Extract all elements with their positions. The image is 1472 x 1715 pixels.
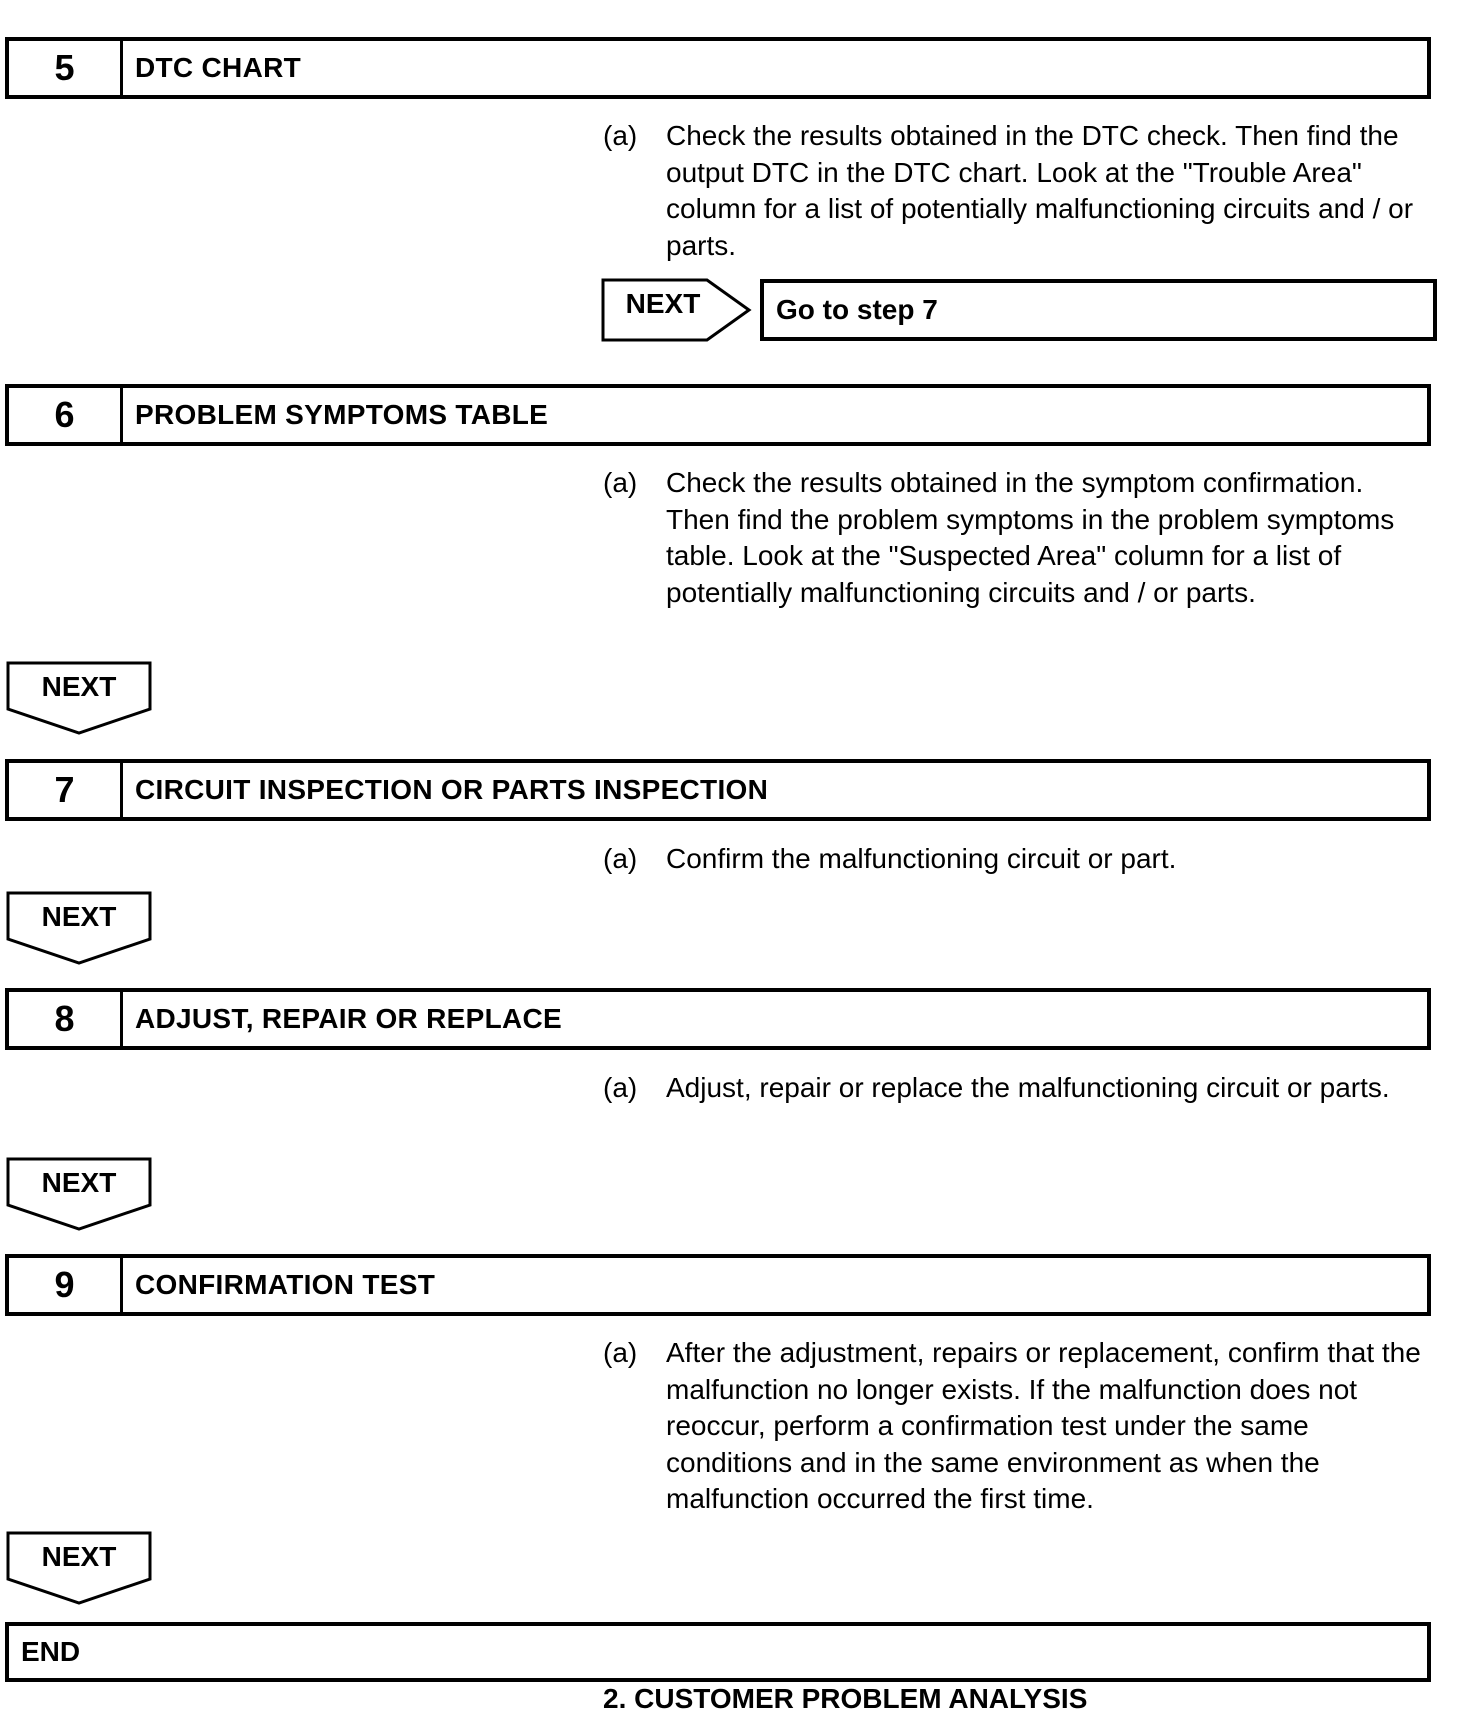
step-number: 6 [9,388,123,442]
item-label: (a) [603,843,638,874]
step-title: CONFIRMATION TEST [135,1269,436,1300]
item-text: Confirm the malfunctioning circuit or pa… [666,843,1177,874]
step-8-instruction: (a) Adjust, repair or replace the malfun… [603,1070,1433,1107]
next-label: NEXT [41,1541,117,1572]
next-label: NEXT [41,671,117,702]
item-text: Check the results obtained in the DTC ch… [666,120,1414,261]
item-text: After the adjustment, repairs or replace… [666,1337,1421,1514]
next-label: NEXT [41,901,117,932]
next-down-arrow-icon [6,661,152,735]
next-down-arrow: NEXT [6,661,152,735]
item-label: (a) [603,1072,638,1103]
step-9-instruction: (a) After the adjustment, repairs or rep… [603,1335,1433,1518]
step-6-instruction: (a) Check the results obtained in the sy… [603,465,1433,611]
item-label: (a) [603,1337,638,1368]
step-title: PROBLEM SYMPTOMS TABLE [135,399,549,430]
next-label: NEXT [41,1167,117,1198]
step-number: 7 [9,763,123,817]
step-5-header: 5 DTC CHART [5,37,1431,99]
step-8-header: 8 ADJUST, REPAIR OR REPLACE [5,988,1431,1050]
goto-step-box: Go to step 7 [760,279,1437,341]
item-label: (a) [603,120,638,151]
step-9-header: 9 CONFIRMATION TEST [5,1254,1431,1316]
step-number: 8 [9,992,123,1046]
next-down-arrow: NEXT [6,891,152,965]
step-6-header: 6 PROBLEM SYMPTOMS TABLE [5,384,1431,446]
next-right-arrow-icon [601,278,752,342]
next-section-heading: 2. CUSTOMER PROBLEM ANALYSIS [603,1683,1088,1714]
step-7-header: 7 CIRCUIT INSPECTION OR PARTS INSPECTION [5,759,1431,821]
step-number: 5 [9,41,123,95]
next-down-arrow: NEXT [6,1157,152,1231]
next-label: NEXT [625,288,701,319]
step-5-instruction: (a) Check the results obtained in the DT… [603,118,1433,264]
step-number: 9 [9,1258,123,1312]
step-title: ADJUST, REPAIR OR REPLACE [135,1003,563,1034]
next-down-arrow: NEXT [6,1531,152,1605]
next-down-arrow-icon [6,891,152,965]
step-7-instruction: (a) Confirm the malfunctioning circuit o… [603,841,1433,878]
step-title: CIRCUIT INSPECTION OR PARTS INSPECTION [135,774,769,805]
next-down-arrow-icon [6,1531,152,1605]
step-title: DTC CHART [135,52,302,83]
item-label: (a) [603,467,638,498]
item-text: Adjust, repair or replace the malfunctio… [666,1072,1390,1103]
item-text: Check the results obtained in the sympto… [666,467,1395,608]
next-down-arrow-icon [6,1157,152,1231]
end-box: END [5,1622,1431,1682]
